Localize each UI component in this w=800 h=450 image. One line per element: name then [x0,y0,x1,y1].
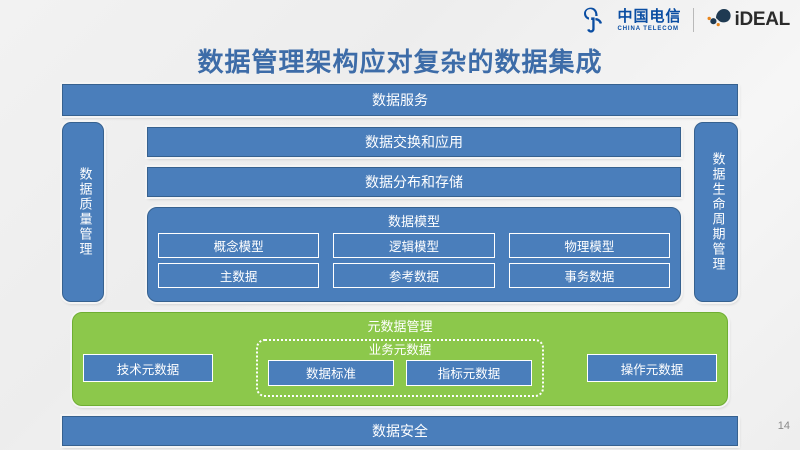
ideal-logo: iDEAL [706,7,790,33]
china-telecom-logo: 中国电信 CHINA TELECOM [582,7,681,33]
metadata-business-group[interactable]: 业务元数据 数据标准 指标元数据 [256,339,544,397]
data-model-physical[interactable]: 物理模型 [508,233,670,258]
china-telecom-en-name: CHINA TELECOM [617,25,679,32]
ideal-wordmark-lead: i [734,9,740,30]
metadata-technical[interactable]: 技术元数据 [83,354,213,382]
data-model-conceptual[interactable]: 概念模型 [158,233,320,258]
logo-divider [693,8,695,32]
layer-data-exchange-and-application[interactable]: 数据交换和应用 [147,127,681,157]
metadata-indicator-metadata[interactable]: 指标元数据 [406,359,532,386]
data-model-transaction-data[interactable]: 事务数据 [508,263,670,288]
metadata-business-title: 业务元数据 [368,342,432,357]
china-telecom-cn-name: 中国电信 [617,6,682,25]
side-panel-data-lifecycle-management[interactable]: 数据生命周期管理 [694,122,738,302]
side-panel-data-quality-management[interactable]: 数据质量管理 [62,122,104,302]
layer-data-distribution-and-storage[interactable]: 数据分布和存储 [147,167,681,197]
block-data-model[interactable]: 数据模型 概念模型 逻辑模型 物理模型 主数据 参考数据 事务数据 [147,207,681,302]
data-model-master-data[interactable]: 主数据 [158,263,320,288]
ideal-wordmark-rest: DEAL [739,9,790,30]
data-model-row-1: 概念模型 逻辑模型 物理模型 [158,233,670,258]
layer-data-security[interactable]: 数据安全 [62,416,738,446]
layer-data-service[interactable]: 数据服务 [62,84,738,116]
block-metadata-management[interactable]: 元数据管理 技术元数据 业务元数据 数据标准 指标元数据 操作元数据 [72,312,728,406]
ideal-mark-icon [707,9,732,27]
data-model-reference-data[interactable]: 参考数据 [333,263,495,288]
ideal-wordmark: iDEAL [734,9,790,31]
side-panel-left-label: 数据质量管理 [76,167,92,257]
metadata-row: 技术元数据 业务元数据 数据标准 指标元数据 操作元数据 [83,337,717,399]
metadata-business-items: 数据标准 指标元数据 [268,359,532,386]
page-number: 14 [777,420,790,432]
data-model-row-2: 主数据 参考数据 事务数据 [158,263,670,288]
header-logo-strip: 中国电信 CHINA TELECOM iDEAL [0,0,800,40]
metadata-operational[interactable]: 操作元数据 [587,354,717,382]
data-model-title: 数据模型 [387,215,440,230]
data-model-logical[interactable]: 逻辑模型 [333,233,495,258]
metadata-data-standard[interactable]: 数据标准 [268,359,394,386]
china-telecom-mark-icon [584,7,603,33]
page-title: 数据管理架构应对复杂的数据集成 [197,48,603,78]
metadata-management-title: 元数据管理 [367,320,433,335]
side-panel-right-label: 数据生命周期管理 [709,152,725,272]
